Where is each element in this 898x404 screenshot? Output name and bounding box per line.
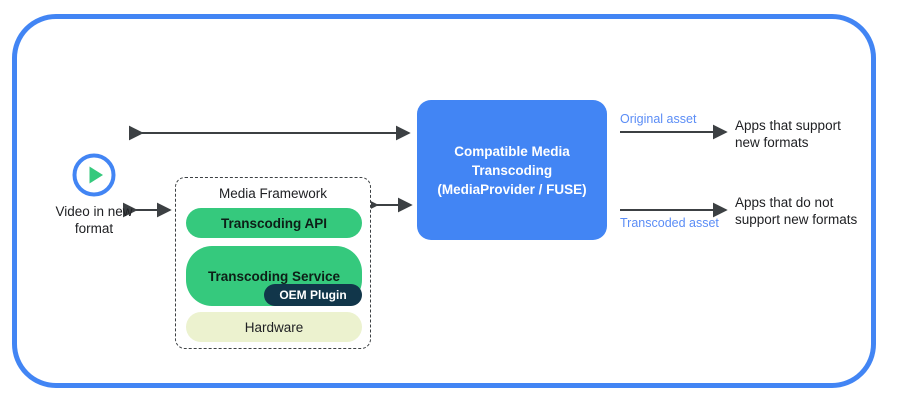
play-circle-icon [72,153,116,197]
box-hardware[interactable]: Hardware [186,312,362,342]
video-source-caption: Video in new format [55,204,133,236]
box-transcoding-api[interactable]: Transcoding API [186,208,362,238]
label-apps-that-do-not-support-new-formats: Apps that do not support new formats [735,195,858,227]
box-transcoding-service[interactable]: Transcoding Service [186,246,362,306]
media-framework-title: Media Framework [218,186,328,201]
compatible-media-transcoding-label: Compatible Media Transcoding (MediaProvi… [437,143,587,197]
label-apps-that-support-new-formats: Apps that support new formats [735,118,841,150]
flow-label-original-asset: Original asset [620,112,697,126]
media-framework-group: Media Framework Transcoding API Transcod… [175,177,371,349]
flow-label-transcoded-asset: Transcoded asset [620,216,719,230]
badge-oem-plugin[interactable]: OEM Plugin [264,284,362,306]
compatible-media-transcoding-box[interactable]: Compatible Media Transcoding (MediaProvi… [417,100,607,240]
